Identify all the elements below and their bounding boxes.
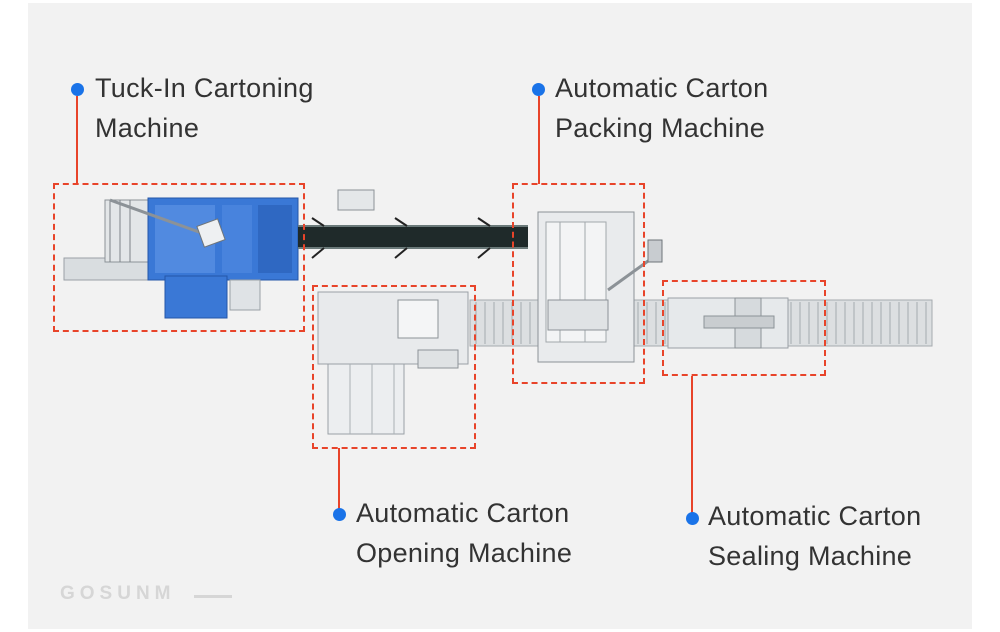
sealing-highlight-box (662, 280, 826, 376)
opening-label-line2: Opening Machine (356, 538, 573, 568)
packing-leader-line (538, 96, 540, 184)
packing-label-line2: Packing Machine (555, 113, 766, 143)
carton-sealing-machine (667, 297, 789, 349)
carton-packing-machine (537, 211, 663, 363)
opening-highlight-box (312, 285, 476, 449)
sealing-label-line1: Automatic Carton (708, 501, 922, 531)
carton-opening-machine (317, 291, 469, 435)
opening-label: Automatic Carton Opening Machine (356, 493, 572, 573)
brand-underline (194, 595, 232, 598)
sealing-dot-marker (686, 512, 699, 525)
tuck-in-leader-line (76, 96, 78, 184)
tuck-in-highlight-box (53, 183, 305, 332)
packing-highlight-box (512, 183, 645, 384)
tuck-in-label-line2: Machine (95, 113, 200, 143)
tuck-in-cartoning-machine (63, 197, 299, 319)
main-conveyor (298, 189, 528, 259)
opening-label-line1: Automatic Carton (356, 498, 570, 528)
brand-watermark: GOSUNM (60, 583, 176, 604)
packing-dot-marker (532, 83, 545, 96)
tuck-in-label: Tuck-In Cartoning Machine (95, 68, 314, 148)
sealing-leader-line (691, 376, 693, 518)
sealing-label-line2: Sealing Machine (708, 541, 913, 571)
tuck-in-dot-marker (71, 83, 84, 96)
opening-dot-marker (333, 508, 346, 521)
sealing-label: Automatic Carton Sealing Machine (708, 496, 921, 576)
packing-label-line1: Automatic Carton (555, 73, 769, 103)
packing-label: Automatic Carton Packing Machine (555, 68, 768, 148)
tuck-in-label-line1: Tuck-In Cartoning (95, 73, 314, 103)
opening-leader-line (338, 448, 340, 514)
